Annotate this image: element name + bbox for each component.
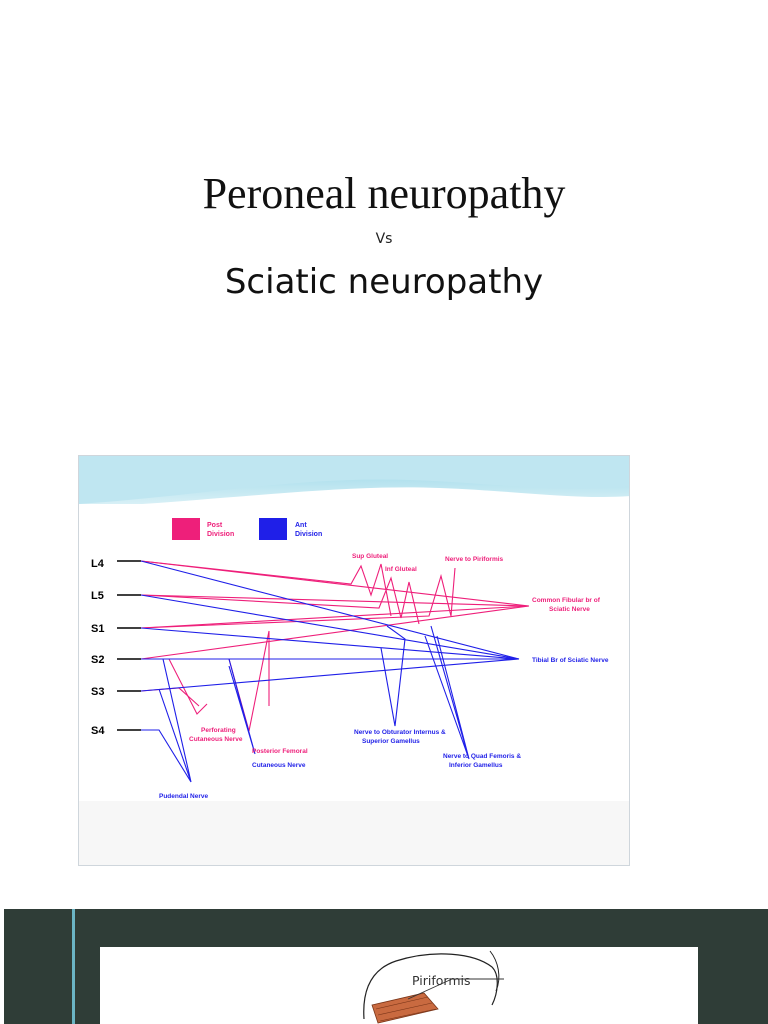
label-tibial: Tibial Br of Sciatic Nerve [532,657,609,664]
ant-legend-line-2: Division [295,531,322,538]
label-piriformis: Nerve to Piriformis [445,556,504,563]
label-sup-gluteal: Sup Gluteal [352,553,388,560]
root-label-s4: S4 [91,725,105,737]
ant-obturator [380,625,406,727]
label-common-fibular-2: Sciatic Nerve [549,606,590,613]
root-label-s3: S3 [91,686,104,698]
post-s1-common-fibular [140,605,530,629]
label-obturator-1: Nerve to Obturator Internus & [354,729,446,736]
nerve-root-diagram: Post Division Ant Division L4 L5 S1 S2 S… [78,455,630,866]
sacrum-outline [489,950,500,992]
label-perforating-2: Cutaneous Nerve [189,736,243,743]
ant-post-femoral [228,658,256,755]
ant-quad-femoris [424,625,470,760]
versus-label: Vs [375,231,393,247]
ant-pudendal [141,658,192,783]
post-piriformis [140,567,456,629]
page-title: Peroneal neuropathy [202,169,566,218]
ant-l4-tibial [140,560,520,660]
piriformis-drawing [363,950,504,1024]
piriformis-label: Piriformis [412,973,471,988]
piriformis-muscle [371,992,439,1024]
accent-rule [72,909,75,1024]
label-quad-femoris-1: Nerve to Quad Femoris & [443,753,521,760]
label-obturator-2: Superior Gamellus [362,738,420,745]
label-perforating-1: Perforating [201,727,236,734]
label-quad-femoris-2: Inferior Gamellus [449,762,503,769]
post-l5-common-fibular [140,594,530,607]
label-inf-gluteal: Inf Gluteal [385,566,417,573]
root-label-s1: S1 [91,623,104,635]
label-common-fibular-1: Common Fibular br of [532,597,601,604]
nerve-diagram-canvas: Post Division Ant Division L4 L5 S1 S2 S… [79,456,629,865]
root-label-s2: S2 [91,654,104,666]
ant-l5-tibial [140,594,520,660]
post-inf-gluteal [140,576,420,625]
header-wave-white [79,487,629,516]
label-post-femoral-1: Posterior Femoral [252,748,308,755]
ant-s3-tibial [140,658,520,692]
label-post-femoral-2: Cutaneous Nerve [252,762,306,769]
post-sup-gluteal [140,560,392,617]
post-s2-common-fibular [140,605,530,660]
header-wave [79,456,629,504]
page-subtitle: Sciatic neuropathy [224,262,544,302]
pelvis-outline [363,953,498,1020]
label-pudendal: Pudendal Nerve [159,793,209,800]
root-label-l4: L4 [91,558,105,570]
post-post-femoral [141,630,270,732]
ant-division-swatch [259,518,287,540]
piriformis-figure: Piriformis [4,909,768,1024]
post-division-swatch [172,518,200,540]
post-legend-line-1: Post [207,522,223,529]
post-legend-line-2: Division [207,531,234,538]
diagram-footer [79,801,629,865]
label-leader-line [407,978,453,1000]
ant-s1-tibial [140,627,520,660]
ant-legend-line-1: Ant [295,522,307,529]
root-label-l5: L5 [91,590,104,602]
